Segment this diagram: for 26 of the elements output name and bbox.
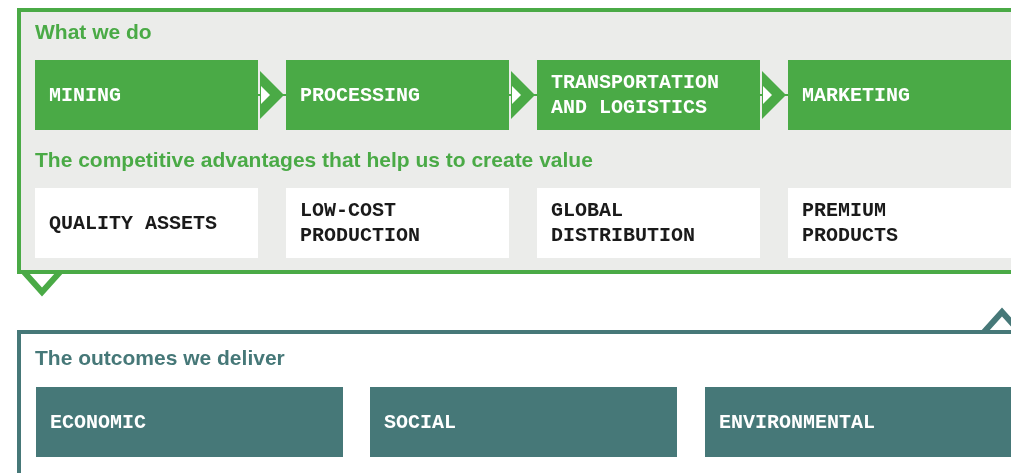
outcome-box (370, 387, 677, 457)
outcome-box (705, 387, 1011, 457)
chevron-arrow (508, 71, 538, 119)
box-label: SOCIAL (384, 409, 457, 435)
panel-heading: The competitive advantages that help us to create value (35, 148, 593, 172)
box-label: QUALITY ASSETS (49, 210, 219, 236)
chevron-arrow (759, 71, 789, 119)
panel-heading: The outcomes we deliver (35, 346, 285, 370)
box-label: TRANSPORTATION AND LOGISTICS (551, 70, 721, 120)
process-box (35, 60, 258, 130)
box-label: GLOBAL DISTRIBUTION (551, 198, 697, 248)
panel (17, 330, 1011, 473)
process-box (537, 60, 760, 130)
box-label: MARKETING (802, 82, 912, 108)
box-label: ENVIRONMENTAL (719, 409, 877, 435)
box-label: MINING (49, 82, 122, 108)
process-box (286, 60, 509, 130)
box-label: PREMIUM PRODUCTS (802, 198, 899, 248)
box-label: PROCESSING (300, 82, 422, 108)
box-label: LOW-COST PRODUCTION (300, 198, 422, 248)
panel (17, 8, 1011, 274)
chevron-arrow (257, 71, 287, 119)
panel-heading: What we do (35, 20, 152, 44)
outcome-box (36, 387, 343, 457)
box-label: ECONOMIC (50, 409, 147, 435)
process-box (788, 60, 1011, 130)
